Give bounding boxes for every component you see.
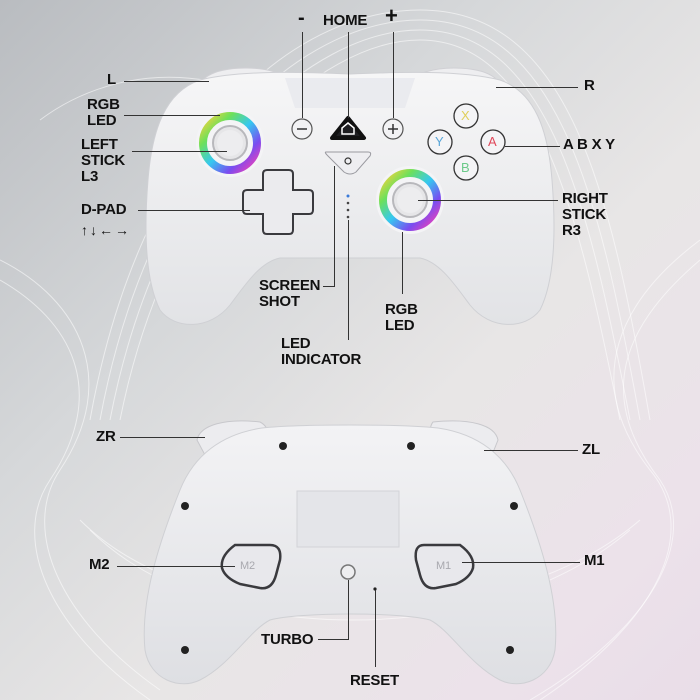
m1-paddle-label: M1 <box>436 560 451 572</box>
led-indicator <box>346 194 350 219</box>
m2-paddle[interactable] <box>220 543 282 590</box>
back-panel-window <box>296 490 400 548</box>
controller-back-body <box>143 424 557 685</box>
dpad-arrows-label: ↑↓←→ <box>81 222 131 238</box>
l-label: L <box>107 71 116 88</box>
d-pad[interactable] <box>242 169 314 235</box>
m2-paddle-label: M2 <box>240 560 255 572</box>
screenshot-label: SCREEN SHOT <box>259 277 321 310</box>
home-label: HOME <box>323 12 368 29</box>
home-button[interactable] <box>330 116 366 140</box>
minus-label: - <box>298 7 305 29</box>
m2-label: M2 <box>89 556 110 573</box>
m1-label: M1 <box>584 552 605 569</box>
x-button[interactable] <box>453 103 479 129</box>
x-button-label: X <box>461 108 470 123</box>
rgb-led-right-label: RGB LED <box>385 301 418 334</box>
controller-front-body <box>145 71 555 325</box>
y-button-label: Y <box>435 134 444 149</box>
a-button[interactable] <box>480 129 506 155</box>
m1-paddle[interactable] <box>414 543 475 590</box>
right-stick-label: RIGHT STICK R3 <box>562 190 608 239</box>
dpad-label: D-PAD <box>81 201 127 218</box>
a-button-label: A <box>488 134 497 149</box>
reset-hole[interactable] <box>373 587 377 591</box>
reset-label: RESET <box>350 672 400 689</box>
plus-label: + <box>385 3 398 28</box>
r-label: R <box>584 77 595 94</box>
led-indicator-label: LED INDICATOR <box>281 335 362 368</box>
zl-label: ZL <box>582 441 600 458</box>
turbo-button[interactable] <box>340 564 356 580</box>
abxy-label: A B X Y <box>563 136 615 153</box>
left-stick-label: LEFT STICK L3 <box>81 136 126 185</box>
b-button-label: B <box>461 160 470 175</box>
left-stick[interactable] <box>196 109 264 177</box>
b-button[interactable] <box>453 155 479 181</box>
screw-icons <box>181 442 518 654</box>
rgb-led-left-label: RGB LED <box>87 96 120 129</box>
y-button[interactable] <box>427 129 453 155</box>
turbo-label: TURBO <box>261 631 314 648</box>
screenshot-button[interactable] <box>324 151 372 175</box>
home-icon <box>341 122 355 135</box>
zr-label: ZR <box>96 428 116 445</box>
